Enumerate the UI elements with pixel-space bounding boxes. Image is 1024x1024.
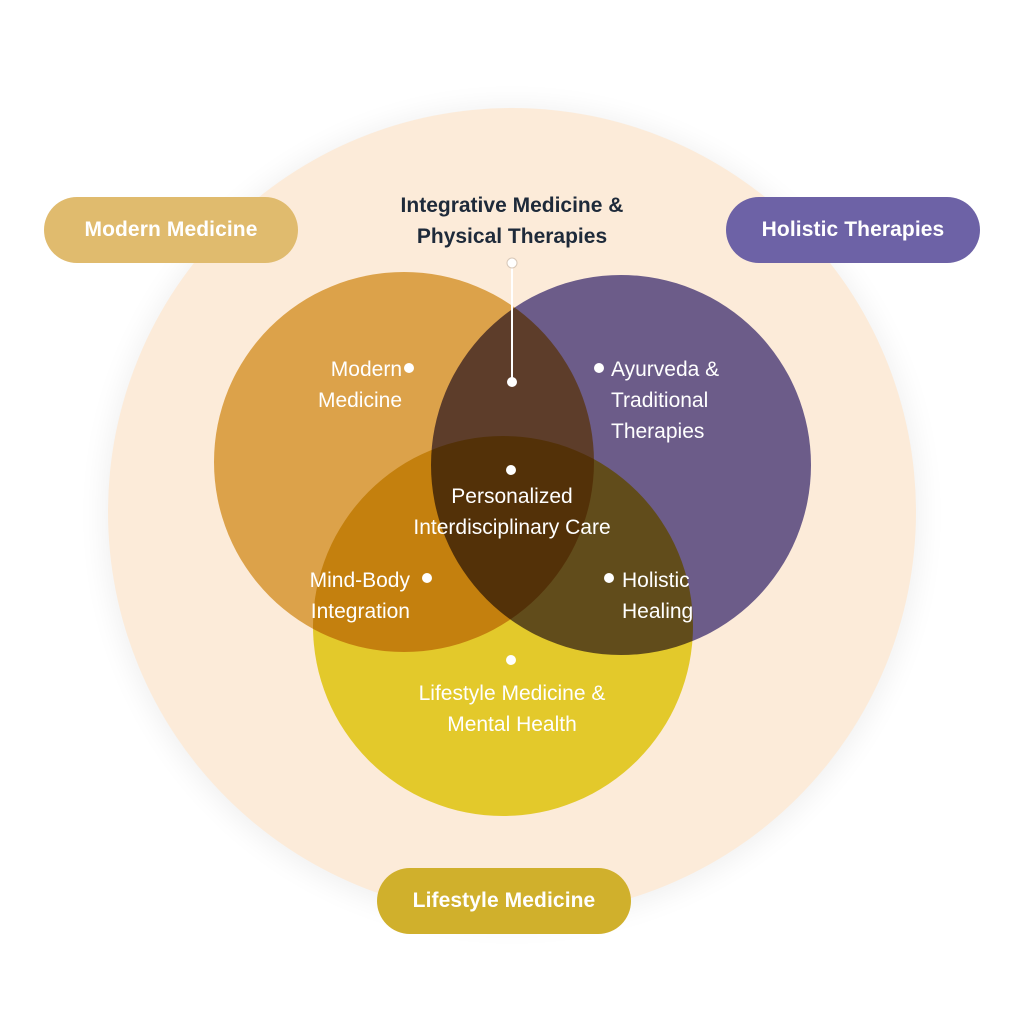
integrative-dot	[507, 377, 517, 387]
mind-body-line-2: Integration	[310, 600, 410, 623]
mind-body-line-1: Mind-Body	[309, 569, 410, 592]
connector-top-dot	[506, 257, 518, 269]
lifestyle-medicine-pill: Lifestyle Medicine	[377, 868, 631, 934]
personalized-care-label: Personalized Interdisciplinary Care	[372, 481, 652, 543]
holistic-healing-line-1: Holistic	[622, 569, 690, 592]
lifestyle-mh-line-2: Mental Health	[447, 713, 577, 736]
lifestyle-mh-line-1: Lifestyle Medicine &	[418, 682, 606, 705]
holistic-healing-label: Holistic Healing	[622, 565, 762, 627]
modern-medicine-pill: Modern Medicine	[44, 197, 298, 263]
holistic-therapies-pill: Holistic Therapies	[726, 197, 980, 263]
ayurveda-line-2: Traditional	[611, 389, 709, 412]
modern-dot	[404, 363, 414, 373]
holistic-healing-line-2: Healing	[622, 600, 694, 623]
ayurveda-label: Ayurveda & Traditional Therapies	[611, 354, 791, 447]
modern-medicine-label: Modern Medicine	[240, 354, 402, 416]
personalized-line-1: Personalized	[451, 485, 573, 508]
modern-line-2: Medicine	[317, 389, 402, 412]
integrative-medicine-label: Integrative Medicine & Physical Therapie…	[312, 190, 712, 252]
ayurveda-line-1: Ayurveda &	[611, 358, 720, 381]
mind-body-dot	[422, 573, 432, 583]
ayurveda-line-3: Therapies	[611, 420, 705, 443]
holistic-healing-dot	[604, 573, 614, 583]
lifestyle-mh-dot	[506, 655, 516, 665]
mind-body-label: Mind-Body Integration	[250, 565, 410, 627]
modern-line-1: Modern	[330, 358, 402, 381]
personalized-line-2: Interdisciplinary Care	[413, 516, 611, 539]
integrative-line-2: Physical Therapies	[416, 225, 608, 248]
integrative-line-1: Integrative Medicine &	[400, 194, 624, 217]
ayurveda-dot	[594, 363, 604, 373]
lifestyle-mental-health-label: Lifestyle Medicine & Mental Health	[362, 678, 662, 740]
personalized-dot	[506, 465, 516, 475]
lifestyle-medicine-circle	[313, 436, 693, 816]
